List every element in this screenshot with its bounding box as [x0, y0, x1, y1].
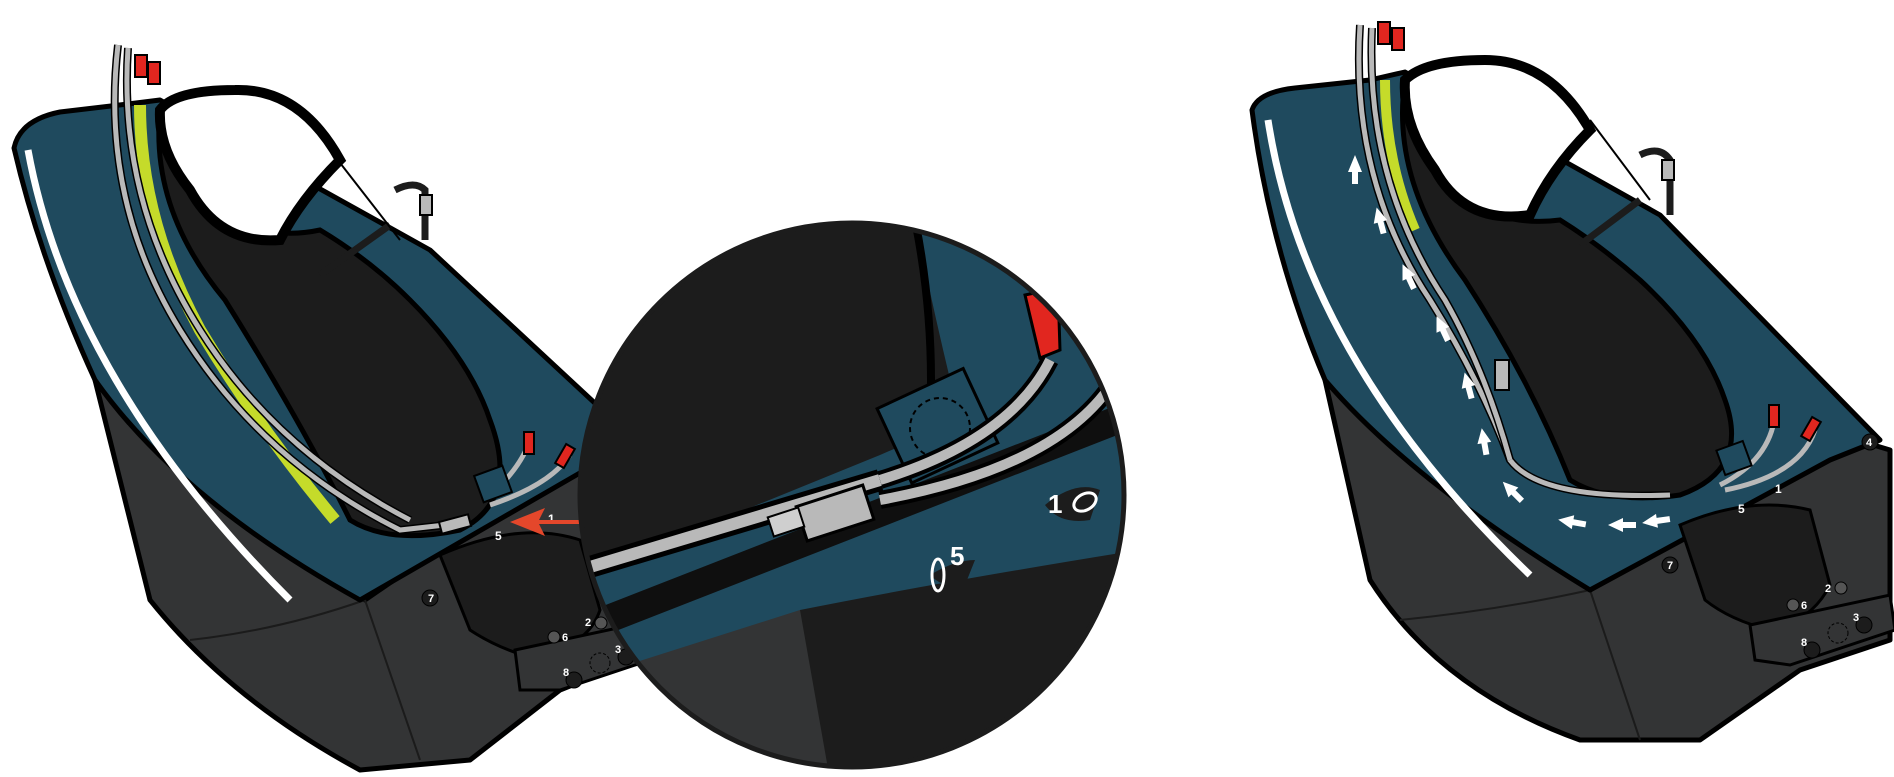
right-label-6: 6: [1801, 600, 1807, 612]
right-label-2: 2: [1825, 583, 1831, 595]
right-label-5: 5: [1738, 502, 1745, 516]
right-label-4: 4: [1866, 437, 1873, 449]
right-zip-puller: [1495, 360, 1509, 390]
left-handle-red-1: [135, 55, 147, 77]
left-label-6: 6: [562, 632, 568, 644]
left-label-3: 3: [615, 644, 621, 656]
left-label-8: 8: [563, 667, 569, 679]
detail-circle: 5 1: [580, 220, 1200, 777]
left-handle-red-2: [148, 62, 160, 84]
left-label-2: 2: [585, 617, 591, 629]
right-handle-red-1: [1378, 22, 1390, 44]
left-handle-red-3: [524, 432, 534, 454]
right-label-1: 1: [1775, 482, 1782, 496]
right-handle-red-2: [1392, 28, 1404, 50]
right-handle-red-3: [1769, 405, 1779, 427]
detail-label-5: 5: [950, 541, 964, 571]
left-buckle: [420, 195, 432, 215]
left-label-7: 7: [428, 593, 434, 605]
right-label-8: 8: [1801, 637, 1807, 649]
left-harness: 5 1 6 2 8 3 4 7: [14, 45, 665, 770]
right-label-7: 7: [1667, 560, 1673, 572]
detail-handle-red-2: [1108, 318, 1160, 378]
right-buckle: [1662, 160, 1674, 180]
detail-label-1: 1: [1048, 489, 1062, 519]
left-label-5: 5: [495, 529, 502, 543]
right-label-3: 3: [1853, 612, 1859, 624]
right-harness: 5 1 6 2 8 3 4 7: [1252, 22, 1894, 740]
